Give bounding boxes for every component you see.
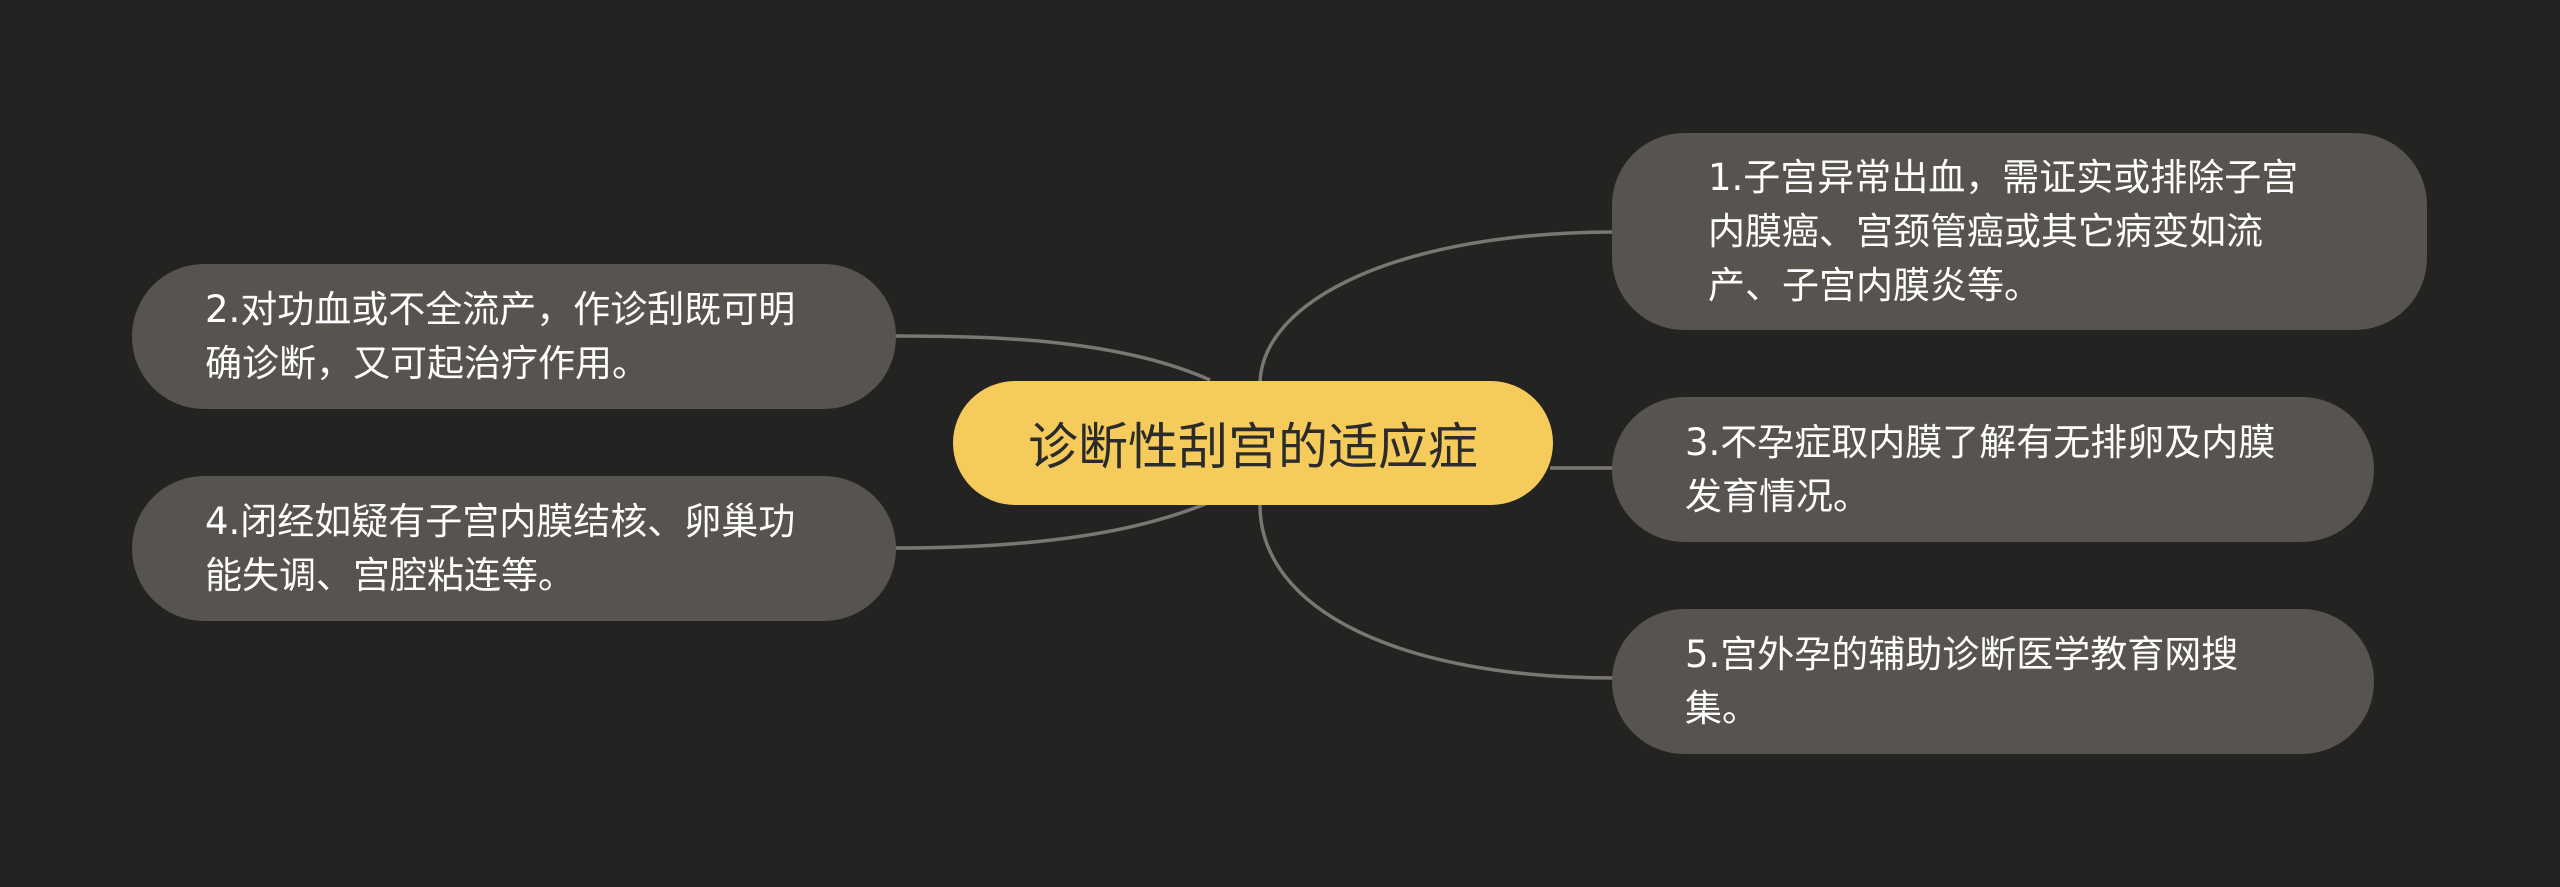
- connector-branch-1: [1258, 230, 1616, 386]
- branch-node-4-label: 4.闭经如疑有子宫内膜结核、卵巢功能失调、宫腔粘连等。: [205, 499, 796, 597]
- central-topic[interactable]: 诊断性刮宫的适应症: [953, 381, 1553, 505]
- branch-node-2-label: 2.对功血或不全流产，作诊刮既可明确诊断，又可起治疗作用。: [205, 287, 796, 385]
- branch-node-3-label: 3.不孕症取内膜了解有无排卵及内膜发育情况。: [1685, 420, 2276, 518]
- connector-branch-4: [894, 500, 1211, 550]
- branch-node-5-label: 5.宫外孕的辅助诊断医学教育网搜集。: [1685, 632, 2239, 730]
- branch-node-4[interactable]: 4.闭经如疑有子宫内膜结核、卵巢功能失调、宫腔粘连等。: [132, 476, 896, 621]
- branch-node-5[interactable]: 5.宫外孕的辅助诊断医学教育网搜集。: [1612, 609, 2374, 754]
- branch-node-1-label: 1.子宫异常出血，需证实或排除子宫内膜癌、宫颈管癌或其它病变如流产、子宫内膜炎等…: [1708, 155, 2299, 307]
- branch-node-1[interactable]: 1.子宫异常出血，需证实或排除子宫内膜癌、宫颈管癌或其它病变如流产、子宫内膜炎等…: [1612, 133, 2427, 330]
- connector-branch-5: [1258, 504, 1616, 680]
- connector-branch-2: [894, 334, 1211, 382]
- branch-node-2[interactable]: 2.对功血或不全流产，作诊刮既可明确诊断，又可起治疗作用。: [132, 264, 896, 409]
- branch-node-3[interactable]: 3.不孕症取内膜了解有无排卵及内膜发育情况。: [1612, 397, 2374, 542]
- central-topic-label: 诊断性刮宫的适应症: [1028, 418, 1478, 476]
